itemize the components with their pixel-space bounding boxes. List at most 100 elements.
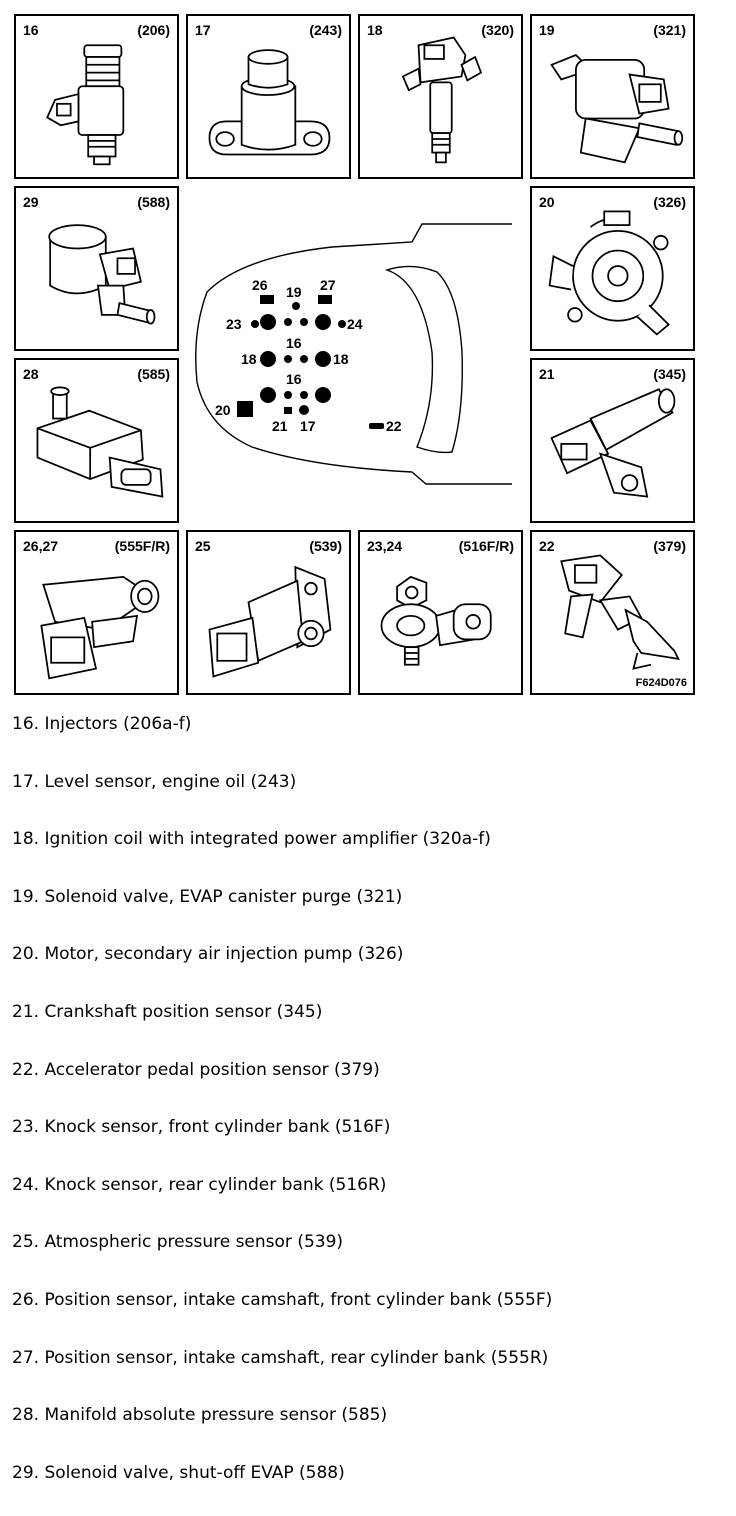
panel-secondary-air-pump: 20 (326) [530,186,695,351]
panel-oil-level-sensor: 17 (243) [186,14,351,179]
panel-knock-sensor: 23,24 (516F/R) [358,530,523,695]
secondary-air-pump-illustration [548,210,670,336]
marker-21 [284,407,292,414]
panel-number: 22 [539,538,555,554]
label-21: 21 [272,418,288,434]
marker-cyl-10 [284,391,292,399]
panel-camshaft-sensor: 26,27 (555F/R) [14,530,179,695]
label-24: 24 [347,316,363,332]
panel-code: (243) [309,22,342,38]
panel-number: 21 [539,366,555,382]
legend-item: 26. Position sensor, intake camshaft, fr… [12,1289,553,1310]
panel-injector: 16 (206) [14,14,179,179]
vehicle-outline [195,223,512,485]
panel-code: (206) [137,22,170,38]
marker-19 [292,302,300,310]
injector-illustration [46,44,125,166]
label-18-right: 18 [333,351,349,367]
label-26: 26 [252,277,268,293]
legend-item: 18. Ignition coil with integrated power … [12,829,491,850]
marker-cyl-6 [284,355,292,363]
panel-code: (539) [309,538,342,554]
panel-evap-purge-valve: 19 (321) [530,14,695,179]
evap-purge-valve-illustration [550,53,684,164]
atmospheric-sensor-illustration [208,565,332,678]
accelerator-pedal-sensor-illustration [560,554,680,670]
camshaft-sensor-illustration [40,575,160,680]
panel-code: (320) [481,22,514,38]
label-18-left: 18 [241,351,257,367]
marker-26 [260,295,274,304]
marker-cyl-12 [315,387,331,403]
legend-item: 16. Injectors (206a-f) [12,714,192,734]
legend-list: 16. Injectors (206a-f) 17. Level sensor,… [12,710,712,1516]
marker-cyl-11 [300,391,308,399]
label-16-upper: 16 [286,335,302,351]
legend-item: 21. Crankshaft position sensor (345) [12,1001,323,1022]
marker-17 [299,405,309,415]
legend-item: 28. Manifold absolute pressure sensor (5… [12,1405,388,1426]
marker-cyl-8 [315,351,331,367]
label-16-lower: 16 [286,371,302,387]
panel-number: 16 [23,22,39,38]
marker-20 [237,401,253,417]
marker-cyl-9 [260,387,276,403]
legend-item: 19. Solenoid valve, EVAP canister purge … [12,886,403,907]
marker-23 [251,320,259,328]
marker-cyl-7 [300,355,308,363]
panel-map-sensor: 28 (585) [14,358,179,523]
crankshaft-sensor-illustration [550,388,676,498]
panel-number: 26,27 [23,538,59,554]
label-27: 27 [320,277,336,293]
engine-overview-diagram: 26 19 27 23 24 16 18 18 16 20 21 17 22 [195,223,512,485]
label-19: 19 [286,284,302,300]
panel-code: (321) [653,22,686,38]
panel-ignition-coil: 18 (320) [358,14,523,179]
panel-code: (345) [653,366,686,382]
panel-number: 23,24 [367,538,403,554]
marker-cyl-1 [260,314,276,330]
panel-evap-shutoff-valve: 29 (588) [14,186,179,351]
firewall-outline [384,265,463,454]
legend-item: 27. Position sensor, intake camshaft, re… [12,1347,549,1368]
panel-number: 29 [23,194,39,210]
panel-crankshaft-sensor: 21 (345) [530,358,695,523]
ignition-coil-illustration [401,36,483,164]
panel-code: (516F/R) [458,538,514,554]
evap-shutoff-valve-illustration [48,224,156,325]
marker-cyl-4 [315,314,331,330]
marker-24 [338,320,346,328]
panel-code: (379) [653,538,686,554]
legend-item: 23. Knock sensor, front cylinder bank (5… [12,1117,391,1138]
oil-level-sensor-illustration [208,49,331,156]
label-20: 20 [215,402,231,418]
label-23: 23 [226,316,242,332]
label-17: 17 [300,418,316,434]
legend-item: 22. Accelerator pedal position sensor (3… [12,1059,380,1080]
panel-number: 28 [23,366,39,382]
panel-code: (555F/R) [114,538,170,554]
panel-number: 19 [539,22,555,38]
marker-cyl-3 [300,318,308,326]
knock-sensor-illustration [380,575,492,666]
map-sensor-illustration [36,386,164,498]
panel-number: 25 [195,538,211,554]
panel-number: 17 [195,22,211,38]
marker-cyl-5 [260,351,276,367]
panel-accelerator-pedal-sensor: 22 (379) F624D076 [530,530,695,695]
panel-number: 20 [539,194,555,210]
panel-atmospheric-sensor: 25 (539) [186,530,351,695]
marker-cyl-2 [284,318,292,326]
panel-number: 18 [367,22,383,38]
legend-item: 20. Motor, secondary air injection pump … [12,944,404,965]
legend-item: 24. Knock sensor, rear cylinder bank (51… [12,1174,387,1195]
marker-27 [318,295,332,304]
label-22: 22 [386,418,402,434]
legend-item: 25. Atmospheric pressure sensor (539) [12,1232,344,1253]
panel-code: (326) [653,194,686,210]
legend-item: 29. Solenoid valve, shut-off EVAP (588) [12,1462,345,1483]
marker-22 [369,423,384,429]
figure-reference: F624D076 [635,677,687,689]
legend-item: 17. Level sensor, engine oil (243) [12,771,297,792]
panel-code: (585) [137,366,170,382]
